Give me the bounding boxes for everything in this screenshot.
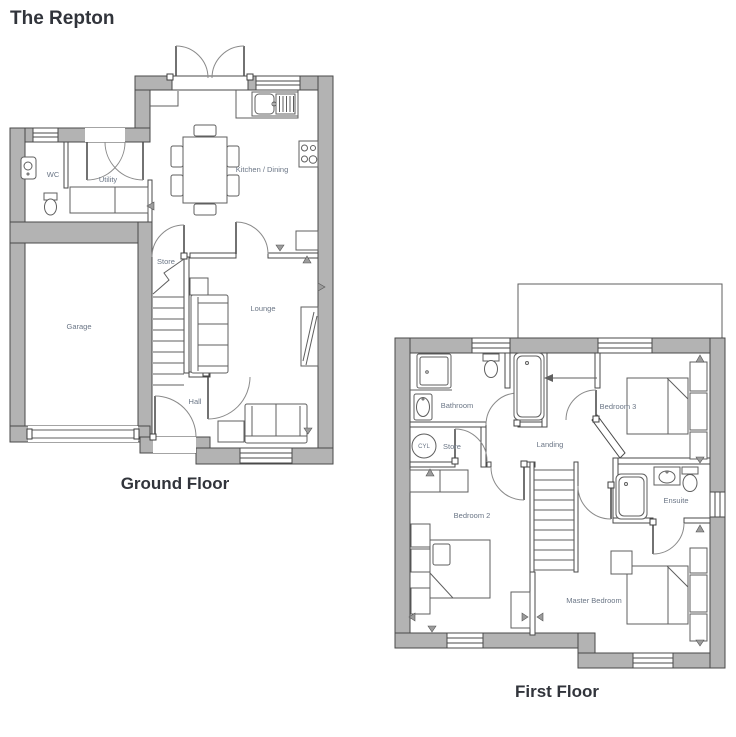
utility-worktop bbox=[69, 186, 149, 214]
french-doors-icon bbox=[166, 45, 254, 81]
bedroom2-furniture bbox=[409, 469, 531, 629]
bathtub-icon bbox=[513, 352, 545, 421]
ground-stairs bbox=[152, 258, 185, 386]
room-label-landing: Landing bbox=[537, 440, 564, 449]
room-label-master-bedroom: Master Bedroom bbox=[566, 596, 621, 605]
room-label-store-first: Store bbox=[443, 442, 461, 451]
ground-floor-caption: Ground Floor bbox=[121, 474, 230, 493]
first-room-labels: Bathroom Store Landing Bedroom 3 Bedroom… bbox=[441, 401, 689, 605]
bedside-unit bbox=[610, 550, 633, 575]
first-floor-caption: First Floor bbox=[515, 682, 599, 701]
first-floor-plan: CYL bbox=[394, 283, 726, 701]
bathroom-window bbox=[471, 337, 511, 354]
toilet-icon bbox=[43, 192, 58, 216]
garage-door-icon bbox=[26, 428, 140, 440]
utility-door-icon bbox=[86, 141, 144, 181]
ground-thin-walls bbox=[63, 141, 319, 378]
ensuite-bathtub-icon bbox=[615, 473, 648, 520]
room-label-garage: Garage bbox=[66, 322, 91, 331]
first-doors bbox=[451, 389, 685, 555]
room-label-lounge: Lounge bbox=[250, 304, 275, 313]
kitchen-window bbox=[255, 75, 301, 91]
landing-arrow-icon bbox=[544, 374, 597, 382]
ground-windows bbox=[32, 75, 301, 464]
cylinder-icon: CYL bbox=[411, 433, 437, 459]
wc-sink-icon bbox=[20, 156, 37, 180]
hall-cupboard bbox=[189, 277, 209, 296]
bathroom-toilet-icon bbox=[482, 353, 500, 378]
tv-unit-icon bbox=[300, 306, 319, 367]
bedroom3-bed bbox=[626, 377, 689, 435]
bedroom3-wardrobes bbox=[689, 361, 708, 460]
room-label-store-ground: Store bbox=[157, 257, 175, 266]
french-door-sill bbox=[171, 75, 249, 91]
ground-markers bbox=[146, 201, 326, 435]
sofa-2-seat bbox=[244, 403, 308, 444]
first-stairs bbox=[534, 469, 574, 571]
first-furniture bbox=[409, 361, 708, 642]
ensuite-door-icon bbox=[649, 518, 685, 555]
bedroom2-window bbox=[446, 632, 484, 649]
ground-room-labels: WC Utility Kitchen / Dining Store Garage… bbox=[47, 165, 289, 406]
bedroom3-door-icon bbox=[565, 389, 600, 423]
bedroom2-door-icon bbox=[490, 460, 528, 501]
store-door-icon bbox=[151, 224, 188, 260]
ensuite-toilet-icon bbox=[681, 466, 699, 492]
ground-floor-plan: WC Utility Kitchen / Dining Store Garage… bbox=[9, 45, 334, 493]
side-table bbox=[217, 420, 245, 443]
room-label-bedroom2: Bedroom 2 bbox=[454, 511, 491, 520]
dining-table bbox=[170, 124, 240, 216]
room-label-utility: Utility bbox=[99, 175, 118, 184]
roof-outline bbox=[517, 283, 723, 341]
first-fixtures: CYL bbox=[410, 352, 699, 520]
room-label-ensuite: Ensuite bbox=[663, 496, 688, 505]
first-windows bbox=[446, 337, 726, 669]
wc-window bbox=[32, 127, 59, 143]
ensuite-sink-icon bbox=[653, 466, 681, 486]
kitchen-unit bbox=[295, 230, 319, 251]
bathroom-sink-icon bbox=[413, 393, 433, 421]
room-label-bathroom: Bathroom bbox=[441, 401, 474, 410]
master-window bbox=[632, 652, 674, 669]
room-label-hall: Hall bbox=[189, 397, 202, 406]
first-markers bbox=[408, 354, 705, 647]
master-door-icon bbox=[577, 481, 615, 520]
lounge-window bbox=[239, 447, 293, 464]
bedroom3-window bbox=[597, 337, 653, 354]
store-door-icon-ff bbox=[451, 428, 488, 465]
ensuite-window bbox=[709, 491, 726, 518]
ground-furniture bbox=[20, 90, 319, 444]
shower-tray-icon bbox=[410, 353, 452, 391]
room-label-bedroom3: Bedroom 3 bbox=[600, 402, 637, 411]
sofa-3-seat bbox=[190, 294, 229, 374]
room-label-wc: WC bbox=[47, 170, 60, 179]
master-furniture bbox=[610, 547, 708, 642]
cylinder-label: CYL bbox=[418, 444, 430, 450]
hob-icon bbox=[298, 140, 319, 168]
kitchen-lounge-door-icon bbox=[235, 221, 269, 255]
page-title: The Repton bbox=[10, 8, 115, 29]
kitchen-sink-icon bbox=[235, 90, 299, 119]
room-label-kitchen-dining: Kitchen / Dining bbox=[236, 165, 289, 174]
front-door-icon bbox=[149, 395, 197, 441]
